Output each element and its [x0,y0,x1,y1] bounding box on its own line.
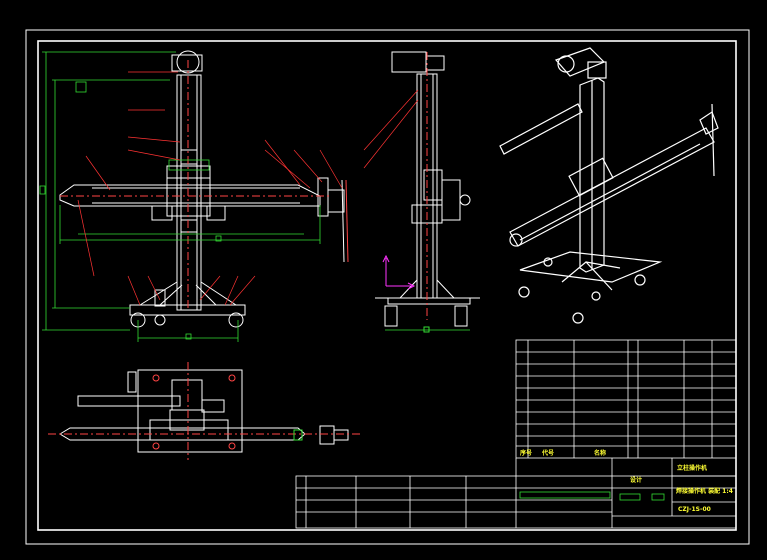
axis-marker [382,254,416,290]
side-view [375,51,480,333]
title-block-designer: 设计 [630,476,642,484]
label-seq: 序号 [519,449,532,457]
front-leaders [77,71,343,306]
label-code: 代号 [541,449,554,457]
front-dimensions [39,51,321,342]
iso-base [519,251,663,283]
column [176,74,202,311]
drawing-number: CZJ-1S-00 [678,506,711,513]
drawing-frame [25,29,750,545]
side-motor [391,51,427,73]
side-leaders [363,89,419,169]
isometric-view [499,47,719,324]
iso-caster-wheel [518,286,530,298]
cross-arm [59,184,321,207]
top-view [48,362,360,460]
iso-front-arm [509,127,715,247]
parts-list [515,339,737,459]
iso-rear-arm [499,103,583,155]
title-block [295,458,737,529]
front-view [59,50,349,328]
top-base-plate [137,369,243,453]
product-line: 焊接操作机 装配 1:4 [676,487,733,495]
label-name: 名称 [594,449,606,457]
drawing-name: 立柱操作机 [677,464,707,472]
